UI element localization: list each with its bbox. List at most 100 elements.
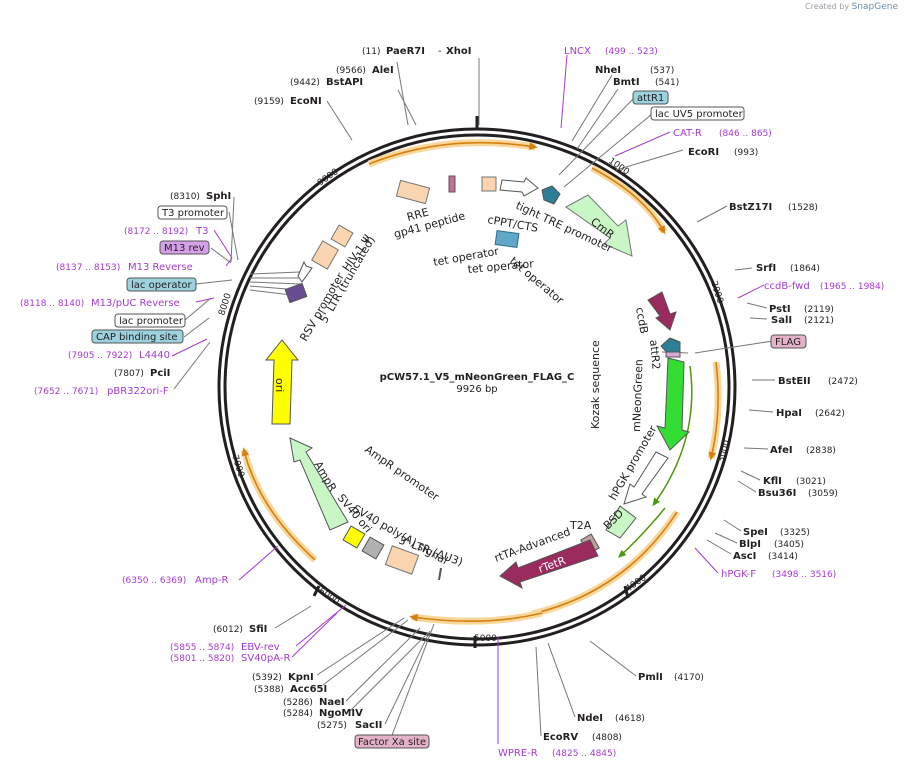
primer-name: EBV-rev: [241, 642, 280, 653]
site-name: Bsu36I: [758, 488, 796, 499]
ccdb-arrow: [647, 291, 677, 331]
box-lacoperator: [126, 277, 197, 292]
cmr-arrow: [565, 194, 633, 257]
site-pos: (2642): [815, 409, 845, 419]
site-pos: (1864): [790, 264, 820, 274]
bsd-arrow: [605, 505, 637, 539]
site-pos: (6012): [213, 625, 243, 635]
site-name: EcoRI: [688, 147, 719, 158]
site-pos: (5388): [254, 685, 284, 695]
site-pos: (3059): [808, 489, 838, 499]
box-cap: [91, 329, 184, 344]
features: [264, 175, 690, 590]
site-name: SalI: [771, 315, 792, 326]
site-pos: (2472): [828, 377, 858, 387]
site-name: NgoMIV: [319, 708, 363, 719]
box-attr1: [632, 90, 669, 105]
site-name: BstAPI: [326, 77, 363, 88]
plasmid-length: 9926 bp: [456, 384, 497, 395]
site-name: NdeI: [577, 713, 603, 724]
feature-label-rtetr: rTetR: [537, 554, 568, 576]
site-name: BmtI: [613, 77, 640, 88]
feature-label-t2a: T2A: [569, 519, 592, 532]
feature-label-gp41: gp41 peptide: [392, 209, 466, 241]
site-name: SacII: [355, 720, 382, 731]
box-label: Factor Xa site: [358, 737, 426, 748]
site-pos: (3405): [774, 540, 804, 550]
site-name: XhoI: [446, 46, 471, 57]
site-name: PmlI: [638, 672, 663, 683]
primer-name: pBR322ori-F: [107, 386, 169, 397]
site-name: PstI: [769, 304, 791, 315]
hpgk-arrow: [623, 451, 669, 505]
site-pos: (993): [734, 148, 758, 158]
site-name: SrfI: [756, 263, 776, 274]
feature-label-amprp: AmpR promoter: [362, 443, 441, 504]
primer-range: (499 .. 523): [605, 47, 658, 57]
site-pos: (5392): [252, 673, 282, 683]
primer-range: (8137 .. 8153): [56, 263, 120, 273]
site-name: KpnI: [288, 672, 314, 683]
primer-name: ccdB-fwd: [764, 281, 810, 292]
site-pos: (8310): [170, 192, 200, 202]
box-flag: [770, 334, 807, 349]
hiv-box-1: [311, 240, 339, 270]
primer-name: M13/pUC Reverse: [91, 298, 180, 309]
site-name: PaeR7I: [386, 46, 425, 57]
primer-range: (8172 .. 8192): [124, 227, 188, 237]
site-pos: (537): [650, 66, 674, 76]
site-name: AleI: [372, 65, 394, 76]
primer-range: (846 .. 865): [719, 129, 772, 139]
ltr5-box: [284, 282, 308, 304]
site-name: AscI: [733, 551, 756, 562]
box-t3promoter: [157, 205, 228, 220]
feature-label-tetop2: tet operator: [467, 257, 535, 276]
rtetr-arrow: [499, 539, 599, 590]
tick-marks: [312, 116, 630, 648]
site-pos: (5284): [283, 709, 313, 719]
site-name: EcoNI: [290, 96, 322, 107]
box-label: CAP binding site: [96, 332, 178, 343]
site-pos: (4618): [615, 714, 645, 724]
site-pos: (4808): [592, 733, 622, 743]
backbone-outer: [217, 127, 737, 647]
primer-name: T3: [195, 226, 208, 237]
feature-label-tetop3: tet operator: [507, 254, 566, 307]
tetop-box: [494, 229, 520, 249]
site-name: BlpI: [739, 539, 761, 550]
primer-range: (3498 .. 3516): [772, 570, 836, 580]
rre-box: [395, 179, 431, 205]
primer-range: (6350 .. 6369): [122, 576, 186, 586]
primer-range: (5855 .. 5874): [170, 643, 234, 653]
primer-name: hPGK-F: [721, 569, 756, 580]
site-dash: -: [438, 46, 442, 57]
ori-arrow: [264, 339, 300, 425]
site-pos: (7807): [114, 369, 144, 379]
primer-name: WPRE-R: [498, 748, 538, 759]
box-label: T3 promoter: [161, 208, 225, 219]
site-pos: (9442): [290, 78, 320, 88]
feature-label-ccdb: ccdB: [633, 306, 650, 334]
orf-arrows: [240, 139, 722, 625]
feature-label-ori: ori: [273, 378, 286, 392]
primer-range: (7652 .. 7671): [34, 387, 98, 397]
box-lacpromoter: [114, 313, 186, 328]
box-label: FLAG: [775, 337, 801, 348]
site-pos: (541): [655, 78, 679, 88]
box-lacuv5: [650, 106, 745, 121]
site-name: PciI: [150, 368, 170, 379]
primer-name: SV40pA-R: [241, 653, 290, 664]
site-pos: (3325): [780, 528, 810, 538]
site-pos: (2838): [806, 446, 836, 456]
site-name: HpaI: [776, 408, 802, 419]
feature-label-mneongreen: mNeonGreen: [630, 359, 646, 432]
site-pos: (2121): [804, 316, 834, 326]
gp41-box: [448, 175, 456, 193]
box-label: M13 rev: [164, 243, 205, 254]
site-name: SpeI: [743, 527, 768, 538]
primer-name: CAT-R: [673, 128, 702, 139]
attr1-shape: [541, 185, 561, 205]
site-name: NheI: [595, 65, 621, 76]
box-label: lac promoter: [119, 316, 184, 327]
